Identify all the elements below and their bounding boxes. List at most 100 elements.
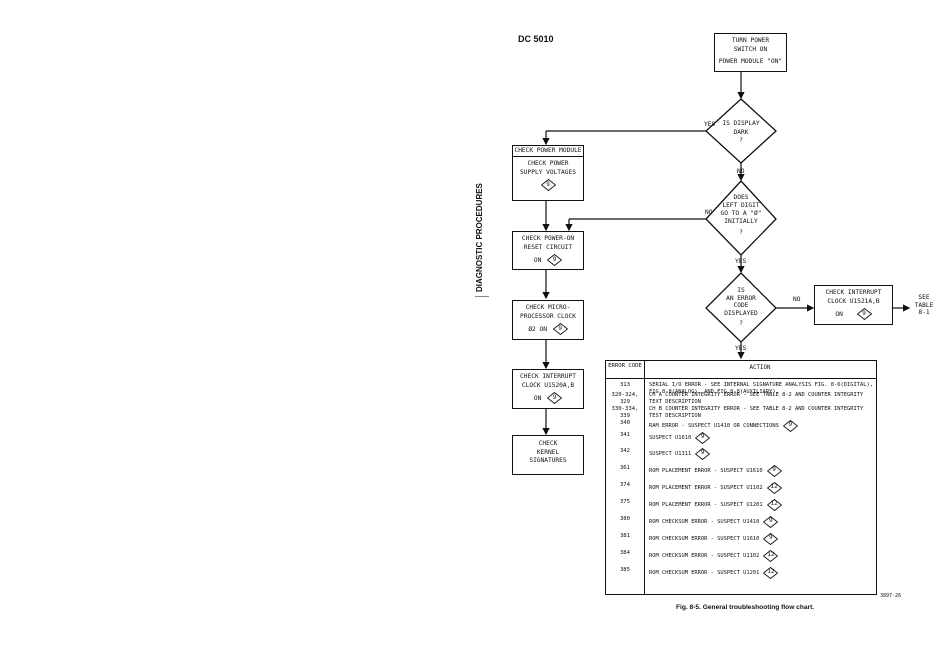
- error-code-cell: 384: [619, 550, 631, 556]
- error-action-text: CH B COUNTER INTEGRITY ERROR - SEE TABLE…: [649, 406, 864, 419]
- error-code-cell: 341: [619, 432, 631, 438]
- power-on-box: TURN POWER SWITCH ON POWER MODULE "ON": [714, 33, 787, 72]
- page-ref-number: 9: [700, 449, 705, 456]
- error-action-cell: SUSPECT U1610 9: [649, 432, 874, 444]
- check-interrupt-left-line-2: CLOCK U1520A,B: [521, 381, 575, 389]
- decision-left-digit-line-3: GO TO A "Ø": [720, 210, 762, 217]
- error-action-text: SERIAL I/O ERROR - SEE INTERNAL SIGNATUR…: [649, 382, 873, 395]
- error-action-cell: CH B COUNTER INTEGRITY ERROR - SEE TABLE…: [649, 406, 874, 420]
- page-ref-number: 12: [770, 500, 778, 507]
- error-action-text: ROM PLACEMENT ERROR - SUSPECT U1201: [649, 501, 763, 508]
- page-ref-number: 12: [767, 551, 775, 558]
- page-ref-icon: 9: [782, 420, 798, 432]
- decision-error-code-line-4: DISPLAYED: [724, 309, 758, 317]
- page-ref-icon: 9: [695, 448, 711, 460]
- check-interrupt-left-on: ON: [533, 395, 542, 402]
- page-header-model: DC 5010: [518, 34, 554, 44]
- check-interrupt-right-line-2: CLOCK U1521A,B: [827, 297, 880, 305]
- error-code-cell: 342: [619, 448, 631, 454]
- decision-display-dark-line-2: DARK: [733, 128, 749, 136]
- error-action-text: ROM CHECKSUM ERROR - SUSPECT U1610: [649, 535, 760, 542]
- check-power-supply-line-1: CHECK POWER: [527, 160, 569, 167]
- side-rule: [475, 296, 489, 297]
- page-ref-number: 9: [552, 256, 557, 263]
- check-interrupt-left-box: CHECK INTERRUPT CLOCK U1520A,B ON 9: [512, 369, 584, 409]
- check-microprocessor-on: Ø2 ON: [528, 326, 547, 333]
- check-power-on-reset-line-1: CHECK POWER-ON: [521, 235, 575, 242]
- check-power-on-reset-on: ON: [533, 257, 542, 264]
- decision-left-digit-line-5: ?: [739, 229, 743, 236]
- check-power-on-reset-box: CHECK POWER-ON RESET CIRCUIT ON 9: [512, 231, 584, 270]
- check-power-on-reset-line-2: RESET CIRCUIT: [523, 243, 573, 251]
- error-code-cell: 381: [619, 533, 631, 539]
- decision-display-dark-line-1: IS DISPLAY: [722, 120, 760, 127]
- decision-error-code-line-3: CODE: [733, 302, 749, 309]
- error-action-cell: ROM PLACEMENT ERROR - SUSPECT U1201 12: [649, 499, 874, 511]
- error-action-text: RAM ERROR - SUSPECT U1410 OR CONNECTIONS: [649, 422, 779, 429]
- check-microprocessor-box: CHECK MICRO- PROCESSOR CLOCK Ø2 ON 9: [512, 300, 584, 340]
- see-table-label: SEE TABLE 8-1: [910, 294, 938, 317]
- decision-error-code: IS AN ERROR CODE DISPLAYED ?: [711, 287, 771, 328]
- error-action-cell: SUSPECT U1311 9: [649, 448, 874, 460]
- figure-caption: Fig. 8-5. General troubleshooting flow c…: [676, 604, 815, 611]
- error-action-cell: ROM PLACEMENT ERROR - SUSPECT U1102 12: [649, 482, 874, 494]
- page-ref-number: 9: [772, 466, 776, 473]
- label-yes-error-code: YES: [735, 345, 747, 352]
- page-ref-9-icon: 9: [540, 179, 556, 191]
- label-no-error-code: NO: [793, 296, 801, 303]
- error-action-text: ROM CHECKSUM ERROR - SUSPECT U1201: [649, 569, 760, 576]
- figure-id: 3897-26: [880, 593, 902, 599]
- check-microprocessor-line-2: PROCESSOR CLOCK: [520, 312, 576, 320]
- decision-display-dark: IS DISPLAY DARK ?: [711, 120, 771, 146]
- decision-error-code-line-1: IS: [737, 287, 745, 294]
- decision-left-digit-shape: [705, 180, 777, 256]
- error-code-cell: 361: [619, 465, 631, 471]
- page-ref-9-icon: 9: [856, 308, 872, 320]
- error-action-text: ROM PLACEMENT ERROR - SUSPECT U1610: [649, 467, 763, 474]
- decision-error-code-line-2: AN ERROR: [726, 294, 756, 302]
- page-ref-number: 12: [767, 568, 775, 575]
- page-ref-number: 9: [700, 433, 705, 440]
- error-action-text: SUSPECT U1311: [649, 450, 692, 457]
- see-table-line-1: SEE: [918, 294, 930, 301]
- page-ref-icon: 12: [763, 567, 779, 579]
- power-on-line-3: POWER MODULE "ON": [718, 58, 783, 65]
- error-code-cell: 313: [619, 382, 631, 388]
- error-code-cell: 375: [619, 499, 631, 505]
- page-ref-number: 9: [552, 394, 557, 401]
- error-action-cell: SERIAL I/O ERROR - SEE INTERNAL SIGNATUR…: [649, 382, 874, 396]
- page-ref-9-icon: 9: [547, 392, 563, 404]
- error-action-text: ROM CHECKSUM ERROR - SUSPECT U1102: [649, 552, 760, 559]
- check-interrupt-left-line-1: CHECK INTERRUPT: [520, 373, 576, 380]
- page-ref-9-icon: 9: [552, 323, 568, 335]
- page-ref-number: 9: [788, 421, 793, 428]
- error-action-cell: ROM CHECKSUM ERROR - SUSPECT U1102 12: [649, 550, 874, 562]
- page-ref-number: 9: [769, 517, 773, 524]
- error-code-cell: 374: [619, 482, 631, 488]
- error-code-cell: 320-324, 329: [611, 392, 639, 405]
- see-table-line-2: TABLE: [914, 301, 934, 309]
- check-interrupt-right-line-1: CHECK INTERRUPT: [825, 289, 882, 296]
- decision-display-dark-line-3: ?: [739, 137, 743, 144]
- page-ref-number: 12: [770, 483, 778, 490]
- error-table-header-divider: [606, 378, 876, 379]
- error-code-cell: 385: [619, 567, 631, 573]
- check-kernel-line-2: KERNEL: [536, 448, 560, 456]
- error-table-header-code: ERROR CODE: [608, 363, 642, 369]
- page-ref-icon: 9: [766, 465, 782, 477]
- check-power-module-title: CHECK POWER MODULE: [513, 146, 583, 157]
- decision-error-code-shape: [705, 272, 777, 343]
- check-interrupt-right-on: ON: [835, 311, 843, 318]
- decision-error-code-line-5: ?: [739, 320, 743, 327]
- error-action-text: SUSPECT U1610: [649, 434, 692, 441]
- label-yes-display-dark: YES: [704, 121, 716, 128]
- error-action-cell: ROM CHECKSUM ERROR - SUSPECT U1201 12: [649, 567, 874, 579]
- page-ref-icon: 12: [763, 550, 779, 562]
- page-ref-icon: 9: [763, 516, 779, 528]
- label-no-left-digit: NO: [705, 209, 713, 216]
- error-action-text: ROM PLACEMENT ERROR - SUSPECT U1102: [649, 484, 763, 491]
